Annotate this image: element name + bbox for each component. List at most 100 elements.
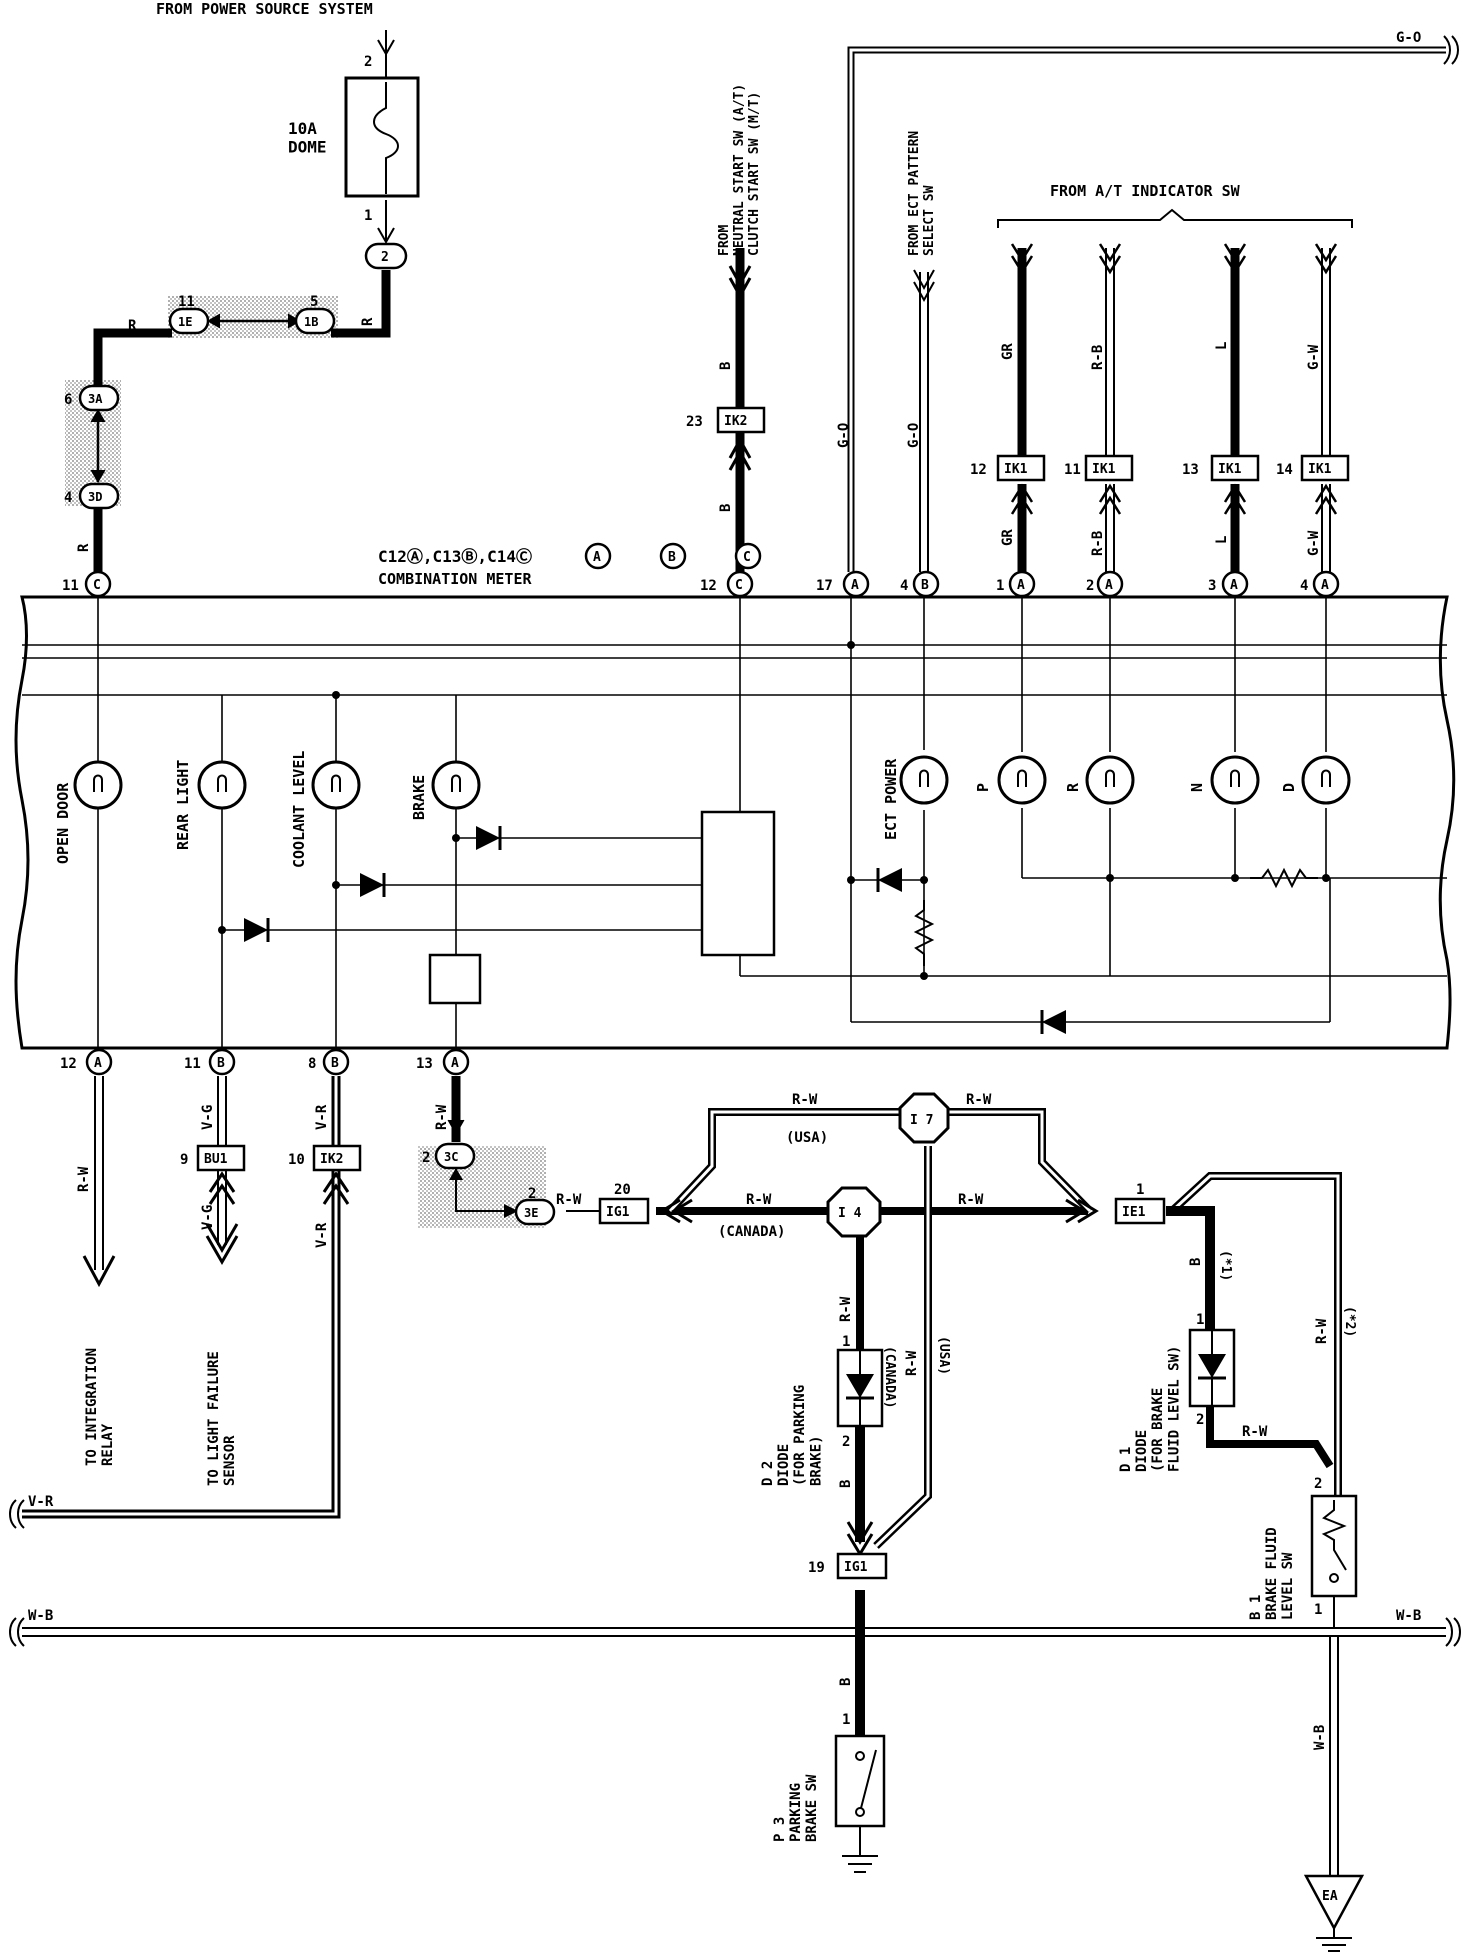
pin-2a: 2 [1086, 578, 1094, 594]
d1-label: D 1DIODE(FOR BRAKEFLUID LEVEL SW) [1118, 1346, 1182, 1472]
g-o-top-bus-core [849, 48, 1446, 572]
wire-rw-7: R-W [958, 1192, 984, 1208]
wire-rw-1: R-W [76, 1166, 92, 1192]
3c-arrow-down [447, 1119, 465, 1136]
wire-r-2: R [360, 317, 376, 326]
conn-i7: I 7 [910, 1113, 933, 1128]
internal-dots [218, 641, 1330, 980]
fuse-arrow-top [377, 39, 395, 57]
w-b-break-left [9, 1617, 25, 1647]
wire-b-2: B [718, 504, 734, 512]
pin-letter-a-6: A [94, 1056, 102, 1071]
pin-3d-4: 4 [64, 490, 72, 506]
lamp-brake-label: BRAKE [410, 775, 428, 820]
lamp-n-label: N [1188, 783, 1206, 792]
diode-bottom-bus [1040, 1010, 1066, 1034]
wire-rb-1: R-B [1090, 345, 1106, 370]
pin-3a-6: 6 [64, 392, 72, 408]
pin-letter-c-1: C [93, 578, 101, 593]
wire-rw-9: R-W [904, 1350, 920, 1376]
internal-wiring [97, 597, 1447, 1048]
diode-ect [876, 868, 902, 892]
light-failure-arrow [205, 1223, 239, 1266]
resistor-ect [913, 900, 935, 966]
lamp-d-label: D [1280, 783, 1298, 792]
at-bracket [997, 208, 1353, 228]
wire-vg-2: V-G [200, 1205, 216, 1230]
ik2-arrow-up [322, 1171, 350, 1205]
octagon-connectors [826, 1092, 950, 1238]
conn-i4: I 4 [838, 1206, 862, 1221]
pin-ik1-13: 13 [1182, 462, 1199, 478]
lamp-r-label: R [1064, 782, 1082, 792]
pin-letter-a-1: A [851, 578, 859, 593]
at-arrows-mid [1010, 483, 1338, 515]
wire-gw-2: G-W [1306, 530, 1322, 556]
pin-4b: 4 [900, 578, 908, 594]
meter-bus-lines [22, 644, 1447, 696]
pin-3e-2: 2 [528, 1186, 536, 1202]
power-source-label: FROM POWER SOURCE SYSTEM [156, 0, 373, 18]
conn-ig1: IG1 [606, 1205, 630, 1220]
wire-vr-3: V-R [28, 1494, 54, 1510]
pin-ik2-23: 23 [686, 414, 703, 430]
pin-b1-2: 2 [1314, 1476, 1322, 1492]
meter-control-module [700, 810, 776, 957]
pin-ik1-14: 14 [1276, 462, 1293, 478]
conn-3c: 3C [444, 1150, 458, 1164]
pin-d2-2: 2 [842, 1434, 850, 1450]
pin-bu1-9: 9 [180, 1152, 188, 1168]
conn-3e: 3E [524, 1206, 538, 1220]
conn-ik2-top: IK2 [724, 414, 747, 429]
pin-letter-c-2: C [735, 578, 743, 593]
wire-rw-4: R-W [792, 1092, 818, 1108]
ground-ea-icon [1303, 1874, 1365, 1952]
pin-letter-a-2: A [1017, 578, 1025, 593]
lamp-rear-light-label: REAR LIGHT [174, 760, 192, 850]
lamp-filaments [93, 769, 1331, 792]
pin-1b-5: 5 [310, 294, 318, 310]
at-source-label: FROM A/T INDICATOR SW [1050, 182, 1241, 200]
lamps [73, 755, 1351, 810]
3a-3d-arrow-down [90, 469, 106, 483]
ground-p3-icon [842, 1855, 878, 1873]
wire-l-1: L [1214, 342, 1230, 350]
at-wire-gw [1321, 248, 1331, 572]
wire-wb-2: W-B [1396, 1608, 1421, 1624]
at-wire-rb [1105, 248, 1115, 572]
wire-b-3: B [838, 1480, 854, 1488]
brake-thick-black [855, 1206, 1215, 1736]
pin-letter-a-5: A [1321, 578, 1329, 593]
pin-letter-a-7: A [451, 1056, 459, 1071]
ect-arrow-top [913, 269, 935, 303]
conn-ik2-bottom: IK2 [320, 1152, 343, 1167]
hdr-letter-b: B [668, 550, 676, 565]
wire-rb-2: R-B [1090, 531, 1106, 556]
p3-label: P 3PARKINGBRAKE SW [772, 1774, 820, 1842]
round-connectors [78, 242, 556, 1226]
conn-ik1-a: IK1 [1004, 462, 1028, 477]
resistor-at [1250, 867, 1318, 889]
pin-letter-b-3: B [331, 1056, 339, 1071]
pin-letter-a-4: A [1230, 578, 1238, 593]
brake-wiring-core [668, 1110, 1340, 1548]
pin-1e-11: 11 [178, 294, 195, 310]
pin-fuse-1: 1 [364, 208, 372, 224]
d2-label: D 2DIODE(FOR PARKINGBRAKE) [760, 1385, 824, 1486]
fuse-arrow-bottom [377, 227, 395, 245]
ect-select-wire [919, 272, 929, 572]
diode-brake [476, 826, 502, 850]
nss-arrow-bottom [728, 436, 752, 471]
w-b-break-right [1445, 1617, 1461, 1647]
pin-12c: 12 [700, 578, 717, 594]
wire-go-1: G-O [836, 423, 852, 448]
pin-3c-2: 2 [422, 1150, 430, 1166]
wire-gr-2: GR [1000, 529, 1016, 546]
conn-bu1: BU1 [204, 1152, 228, 1167]
note-canada-1: (CANADA) [718, 1224, 785, 1240]
pin-d1-1: 1 [1196, 1312, 1204, 1328]
note-canada-2: (CANADA) [882, 1346, 897, 1409]
b1-label: B 1BRAKE FLUIDLEVEL SW [1248, 1527, 1296, 1620]
pin-13a: 13 [416, 1056, 433, 1072]
wire-b-4: B [838, 1678, 854, 1686]
